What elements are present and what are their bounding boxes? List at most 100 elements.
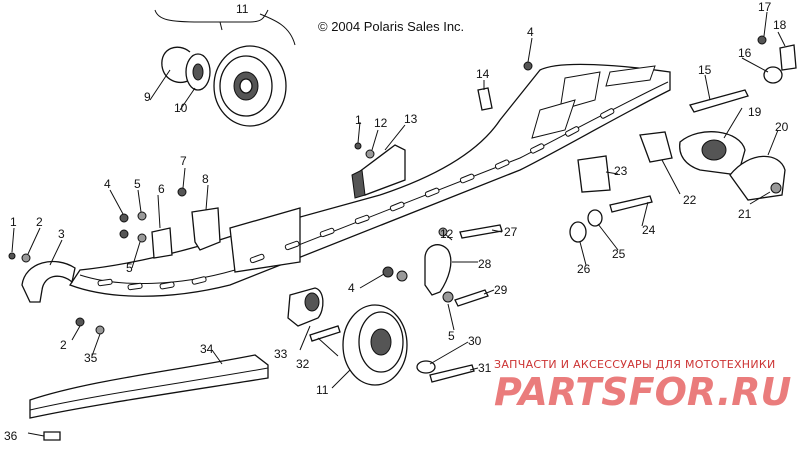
callout-27: 27 bbox=[504, 225, 518, 239]
callout-2-lower: 2 bbox=[60, 338, 67, 352]
callout-26: 26 bbox=[577, 262, 591, 276]
wear-strip-part bbox=[29, 354, 269, 419]
rail-front-plate bbox=[229, 207, 301, 273]
callout-12-lower: 12 bbox=[440, 227, 454, 241]
part-18 bbox=[779, 44, 797, 71]
idler-wheel-upper-bore bbox=[239, 78, 253, 94]
rail-slot bbox=[459, 173, 475, 184]
callout-28: 28 bbox=[478, 257, 492, 271]
bushing-26-part bbox=[569, 221, 587, 243]
callout-8: 8 bbox=[202, 172, 209, 186]
bracket-11-right bbox=[219, 13, 296, 46]
callout-32: 32 bbox=[296, 357, 310, 371]
washer-5-a bbox=[137, 211, 147, 221]
nut-1-left bbox=[8, 252, 16, 260]
callout-10: 10 bbox=[174, 101, 188, 115]
axle-bracket-bore bbox=[304, 292, 320, 312]
callout-labels: 11 9 10 4 14 15 16 17 18 19 20 21 22 23 … bbox=[4, 0, 789, 443]
clamp-part bbox=[424, 244, 452, 296]
callout-1-mid: 1 bbox=[355, 113, 362, 127]
watermark-logo: PARTSFOR.RU bbox=[494, 370, 792, 414]
callout-6: 6 bbox=[158, 182, 165, 196]
rail-slot bbox=[97, 278, 113, 287]
rail-front-tip-part bbox=[21, 260, 76, 303]
rail-slot bbox=[354, 214, 370, 225]
nut-4-b bbox=[119, 229, 129, 239]
nut-4-a bbox=[119, 213, 129, 223]
callout-19: 19 bbox=[748, 105, 762, 119]
bushing-25-part bbox=[587, 209, 603, 227]
washer-2-left bbox=[21, 253, 31, 263]
callout-16: 16 bbox=[738, 46, 752, 60]
callout-5-lower: 5 bbox=[448, 329, 455, 343]
callout-17: 17 bbox=[758, 0, 772, 14]
slide-rail-rib bbox=[79, 81, 669, 285]
callout-21: 21 bbox=[738, 207, 752, 221]
callout-11-top: 11 bbox=[236, 2, 249, 16]
bracket-11-left bbox=[154, 9, 269, 23]
watermark-tagline: ЗАПЧАСТИ И АКСЕССУАРЫ ДЛЯ МОТОТЕХНИКИ bbox=[494, 358, 776, 371]
washer-12-upper bbox=[365, 149, 375, 159]
callout-11-lower: 11 bbox=[316, 383, 329, 397]
callout-4-lower: 4 bbox=[348, 281, 355, 295]
callout-7: 7 bbox=[180, 154, 187, 168]
rail-slots bbox=[97, 108, 615, 291]
bracket-19-bore bbox=[701, 139, 727, 161]
callout-1-left: 1 bbox=[10, 215, 17, 229]
rail-cutout bbox=[559, 71, 601, 111]
nut-4-top bbox=[523, 61, 533, 71]
bolt-32-part bbox=[309, 325, 341, 342]
rail-slot bbox=[284, 240, 300, 251]
rail-slot bbox=[127, 282, 143, 291]
nut-4-lower bbox=[382, 266, 394, 278]
callout-25: 25 bbox=[612, 247, 626, 261]
callout-36: 36 bbox=[4, 429, 18, 443]
snap-ring-part bbox=[161, 46, 191, 83]
callout-2-left: 2 bbox=[36, 215, 43, 229]
rail-cutout bbox=[605, 65, 656, 87]
callout-5-left: 5 bbox=[126, 261, 133, 275]
rail-slot bbox=[494, 159, 510, 170]
bolt-27-part bbox=[459, 224, 503, 239]
rail-slot bbox=[424, 187, 440, 198]
nut-17 bbox=[757, 35, 767, 45]
callout-22: 22 bbox=[683, 193, 697, 207]
washer-5-right bbox=[442, 291, 454, 303]
fastener-36-part bbox=[43, 431, 61, 441]
rail-slot bbox=[530, 143, 545, 154]
copyright-text: © 2004 Polaris Sales Inc. bbox=[318, 19, 464, 34]
bolt-31-part bbox=[429, 364, 475, 383]
rail-slot bbox=[565, 126, 580, 137]
bearing-bore bbox=[192, 63, 204, 81]
stop-block-face bbox=[351, 169, 366, 199]
callout-23: 23 bbox=[614, 164, 628, 178]
bolt-21 bbox=[770, 182, 782, 194]
callout-34: 34 bbox=[200, 342, 214, 356]
callout-15: 15 bbox=[698, 63, 712, 77]
callout-20: 20 bbox=[775, 120, 789, 134]
block-22-part bbox=[639, 131, 673, 163]
washer-5-b bbox=[137, 233, 147, 243]
rail-slot bbox=[249, 253, 265, 264]
callout-31: 31 bbox=[478, 361, 492, 375]
rail-slot bbox=[389, 201, 405, 212]
stud-14-part bbox=[477, 87, 493, 111]
bolt-24-part bbox=[609, 195, 653, 213]
callout-4-left: 4 bbox=[104, 177, 111, 191]
rail-slot bbox=[600, 108, 615, 119]
callout-33: 33 bbox=[274, 347, 288, 361]
callout-4-top: 4 bbox=[527, 25, 534, 39]
callout-18: 18 bbox=[773, 18, 787, 32]
rail-cutout bbox=[531, 99, 576, 139]
callout-24: 24 bbox=[642, 223, 656, 237]
shaft-15-part bbox=[689, 89, 749, 113]
rail-slot bbox=[159, 281, 175, 290]
block-23-part bbox=[577, 155, 611, 193]
callout-29: 29 bbox=[494, 283, 508, 297]
callout-14: 14 bbox=[476, 67, 490, 81]
idler-wheel-lower-center bbox=[370, 328, 392, 356]
callout-5-upper: 5 bbox=[134, 177, 141, 191]
callout-9: 9 bbox=[144, 90, 151, 104]
